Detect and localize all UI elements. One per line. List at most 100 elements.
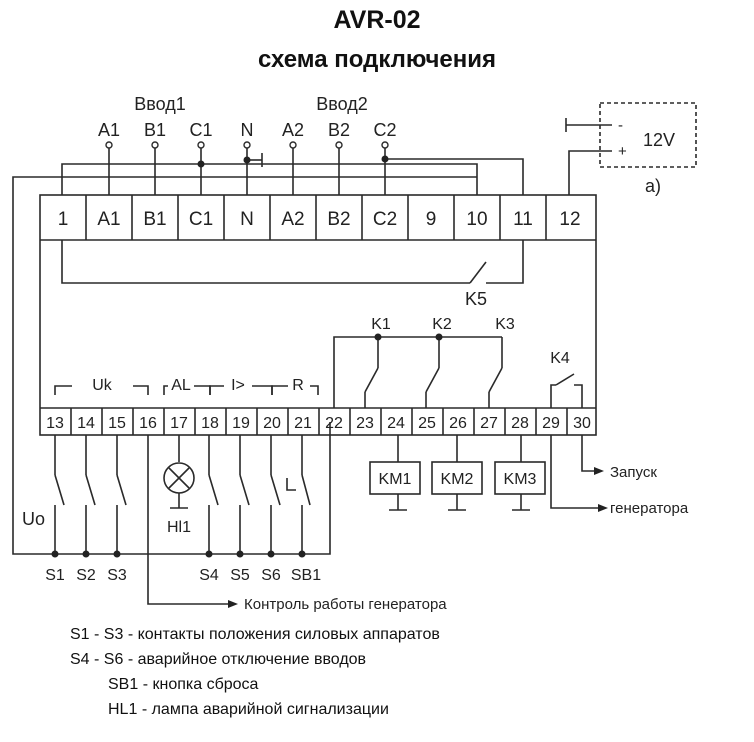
svg-text:1: 1	[58, 209, 69, 230]
generator-start-wire-b	[550, 435, 598, 509]
top-terminal-labels: 1 A1 B1 C1 N A2 B2 C2 9 10 11 12	[58, 209, 581, 230]
svg-text:10: 10	[466, 209, 487, 230]
bottom-terminal-labels: 13 14 15 16 17 18 19 20 21 22 23 24 25 2…	[46, 415, 591, 432]
svg-text:21: 21	[294, 415, 312, 432]
relay-labels: K1 K2 K3 K4	[371, 316, 570, 367]
svg-text:B2: B2	[328, 120, 350, 140]
supply-plus-sign: +	[618, 143, 627, 160]
diagram-subtitle: схема подключения	[257, 46, 496, 73]
svg-text:C1: C1	[189, 120, 212, 140]
device-body	[39, 194, 597, 436]
svg-text:26: 26	[449, 415, 467, 432]
svg-text:14: 14	[77, 415, 95, 432]
svg-text:13: 13	[46, 415, 64, 432]
input-wires	[108, 148, 386, 195]
svg-text:C2: C2	[373, 120, 396, 140]
svg-text:20: 20	[263, 415, 281, 432]
switches-s1-s3	[54, 435, 127, 554]
legend-text: - лампа аварийной сигнализации	[141, 701, 389, 718]
svg-text:23: 23	[356, 415, 374, 432]
svg-text:S5: S5	[230, 567, 250, 584]
svg-text:S4: S4	[199, 567, 219, 584]
generator-monitor-label: Контроль работы генератора	[244, 596, 447, 613]
svg-text:K2: K2	[432, 316, 452, 333]
k5-right-wire	[486, 240, 524, 284]
k4-contact	[555, 373, 575, 386]
svg-text:KM1: KM1	[379, 471, 412, 488]
k4-left-lead	[550, 384, 556, 408]
k2-contact	[425, 367, 440, 393]
generator-start-wire-a	[581, 435, 594, 472]
legend-key: S1 - S3	[70, 626, 124, 643]
input-terminals	[105, 141, 389, 149]
c1-to-term1-wire	[61, 163, 201, 195]
svg-text:N: N	[241, 120, 254, 140]
svg-text:19: 19	[232, 415, 250, 432]
svg-text:AL: AL	[171, 377, 191, 394]
legend-key: SB1	[108, 676, 139, 693]
svg-text:KM3: KM3	[504, 471, 537, 488]
contactor-labels: KM1 KM2 KM3	[379, 471, 537, 488]
contactor-km1-box	[369, 461, 421, 495]
k3-contact	[488, 367, 503, 393]
legend-text: - аварийное отключение вводов	[127, 651, 367, 668]
svg-text:K4: K4	[550, 350, 570, 367]
contactor-km3-box	[494, 461, 546, 495]
svg-text:22: 22	[325, 415, 343, 432]
uo-label: Uo	[22, 509, 45, 529]
legend-text: - контакты положения силовых аппаратов	[127, 626, 440, 643]
legend-line-3: SB1 - кнопка сброса	[108, 676, 258, 694]
supply-minus-sign: -	[618, 117, 623, 134]
c2-to-term11-wire	[385, 158, 524, 195]
k5-contact-blade	[469, 261, 487, 284]
svg-text:24: 24	[387, 415, 405, 432]
legend-text: - кнопка сброса	[142, 676, 259, 693]
generator-start-label-1: Запуск	[610, 464, 657, 481]
svg-text:28: 28	[511, 415, 529, 432]
switch-labels: S1 S2 S3 S4 S5 S6 SB1	[45, 567, 321, 584]
svg-text:30: 30	[573, 415, 591, 432]
generator-start-label-2: генератора	[610, 500, 689, 517]
input-wire-labels: A1 B1 C1 N A2 B2 C2	[98, 120, 397, 140]
junction-dots	[51, 155, 443, 558]
svg-text:R: R	[292, 377, 304, 394]
legend-line-1: S1 - S3 - контакты положения силовых апп…	[70, 626, 440, 644]
svg-text:N: N	[240, 209, 254, 230]
svg-text:Uk: Uk	[92, 377, 113, 394]
supply-voltage: 12V	[643, 130, 675, 150]
svg-text:KM2: KM2	[441, 471, 474, 488]
svg-text:A1: A1	[98, 120, 120, 140]
svg-text:S1: S1	[45, 567, 65, 584]
svg-text:25: 25	[418, 415, 436, 432]
top-terminal-separators	[85, 195, 547, 240]
svg-text:S2: S2	[76, 567, 96, 584]
supply-note: а)	[645, 176, 661, 196]
legend-key: S4 - S6	[70, 651, 124, 668]
k-common-bus	[333, 336, 502, 408]
input1-label: Ввод1	[134, 94, 186, 114]
svg-text:I>: I>	[231, 377, 245, 394]
svg-text:C2: C2	[373, 209, 397, 230]
svg-text:17: 17	[170, 415, 188, 432]
start-arrowhead-a	[594, 467, 604, 475]
svg-text:16: 16	[139, 415, 157, 432]
svg-text:SB1: SB1	[291, 567, 321, 584]
bottom-terminal-separators	[70, 408, 568, 435]
svg-text:B2: B2	[327, 209, 350, 230]
k5-label: K5	[465, 289, 487, 309]
k1-contact	[364, 367, 379, 393]
svg-text:A2: A2	[282, 120, 304, 140]
svg-text:A2: A2	[281, 209, 304, 230]
svg-text:C1: C1	[189, 209, 213, 230]
svg-text:18: 18	[201, 415, 219, 432]
monitor-arrowhead	[228, 600, 238, 608]
svg-text:B1: B1	[144, 120, 166, 140]
svg-text:B1: B1	[143, 209, 166, 230]
svg-text:K1: K1	[371, 316, 391, 333]
k5-left-wire	[61, 240, 470, 284]
svg-text:11: 11	[513, 209, 533, 230]
svg-text:S6: S6	[261, 567, 281, 584]
svg-text:9: 9	[426, 209, 437, 230]
input2-label: Ввод2	[316, 94, 368, 114]
